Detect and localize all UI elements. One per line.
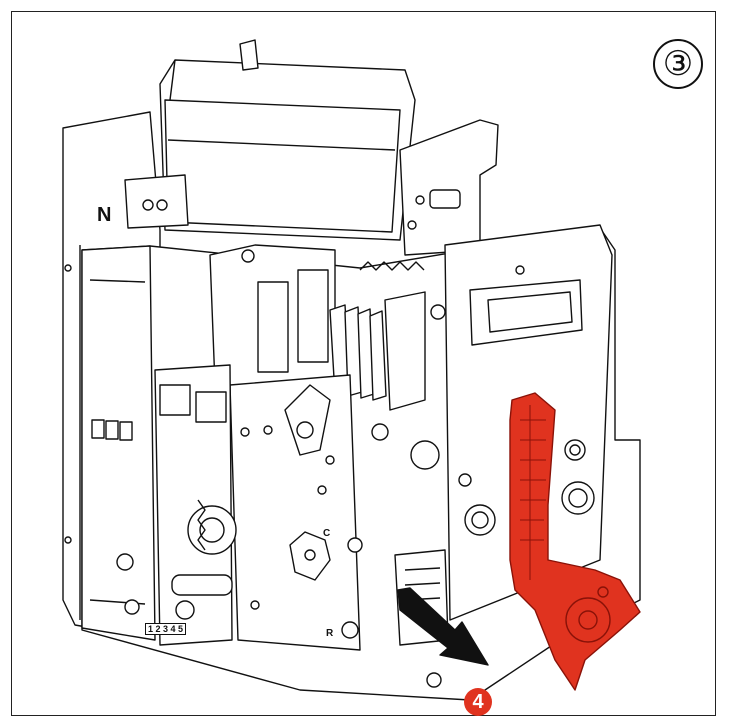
left-bracket [124, 174, 189, 229]
top-housing [159, 39, 416, 241]
pull-out-arrow [397, 587, 489, 666]
front-left-panel [64, 245, 156, 641]
charge-label: C [323, 528, 331, 539]
handle-icon[interactable] [509, 392, 641, 691]
switch-fingers [329, 291, 426, 411]
terminal-plate-label: 1 2 3 4 5 [145, 623, 187, 635]
top-spring [359, 261, 425, 271]
reset-label: R [326, 628, 334, 639]
right-bracket [399, 119, 499, 256]
mechanism-plate [229, 374, 440, 651]
neutral-label: N [97, 204, 112, 226]
action-badge: 4 [464, 688, 492, 716]
aux-contacts [209, 244, 336, 391]
step-number: ③ [653, 39, 703, 89]
spring-mechanism [154, 364, 237, 646]
